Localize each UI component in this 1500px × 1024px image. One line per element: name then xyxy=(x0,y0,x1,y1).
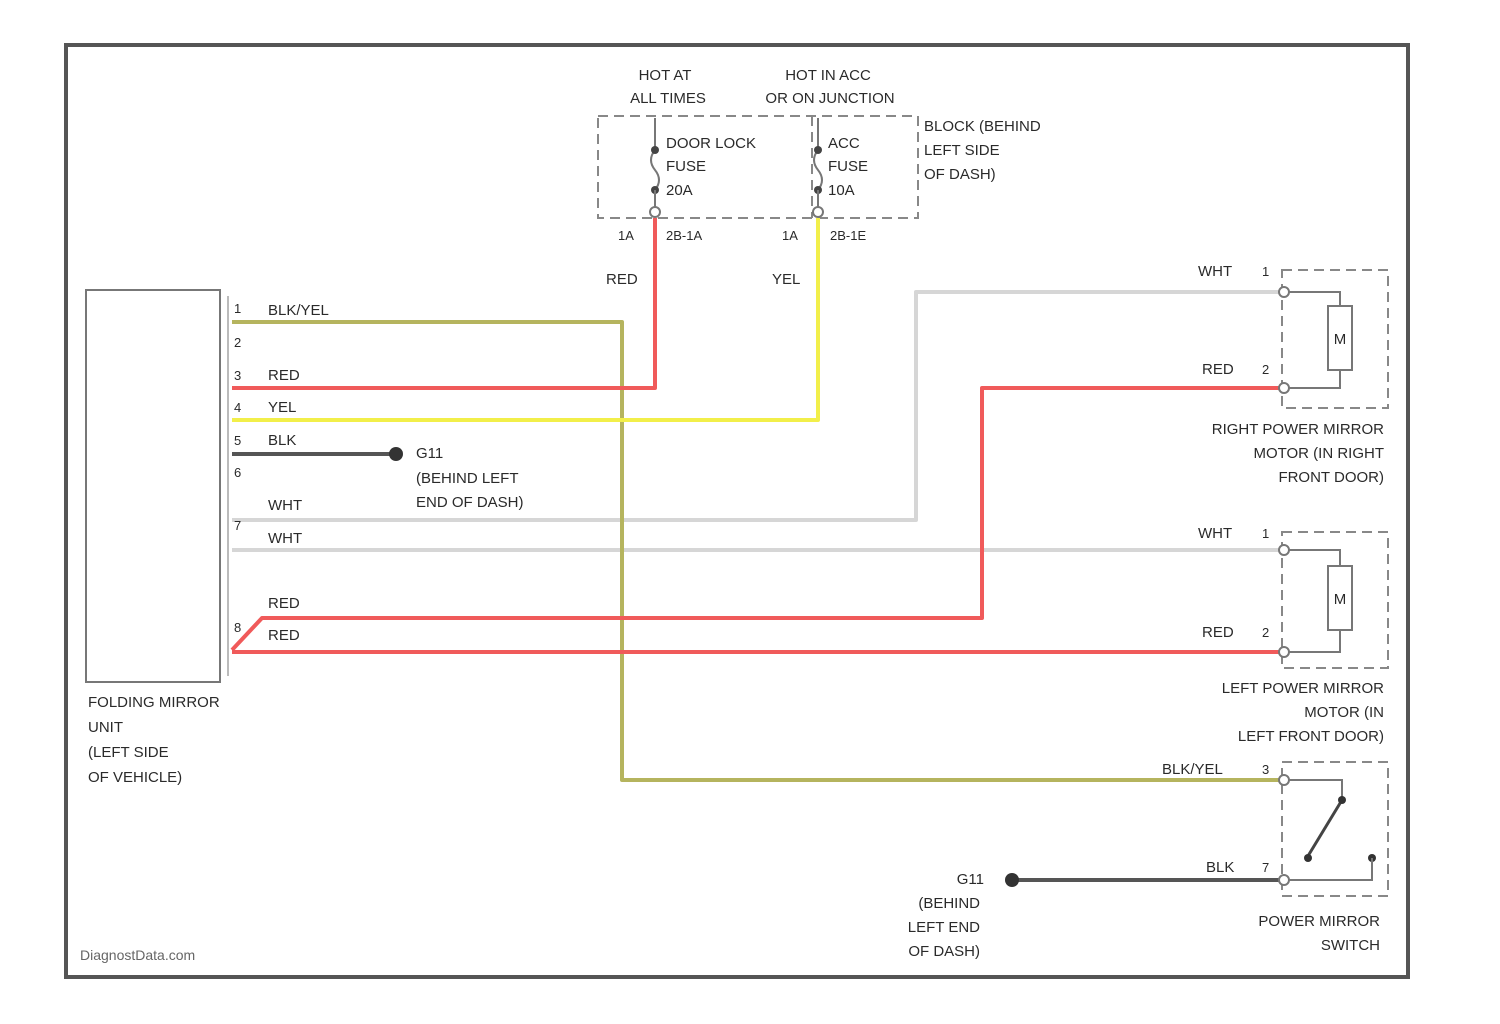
fuse-left-terminal xyxy=(650,207,660,217)
watermark: DiagnostData.com xyxy=(80,947,195,963)
switch-pin1: 3 xyxy=(1262,762,1269,777)
right-mirror-label-1: RIGHT POWER MIRROR xyxy=(1212,421,1384,438)
fuse-right-rating: 10A xyxy=(828,182,855,199)
right-mirror-pin2: 2 xyxy=(1262,362,1269,377)
switch-pin2: 7 xyxy=(1262,860,1269,875)
pin-7b-wire: WHT xyxy=(268,530,302,547)
left-motor-letter: M xyxy=(1334,591,1347,608)
right-mirror-pin2-wire: RED xyxy=(1202,361,1234,378)
wire-label-yel-fuse: YEL xyxy=(772,271,800,288)
pin-8a-num: 8 xyxy=(234,620,241,635)
fuse-left-name-2: FUSE xyxy=(666,158,706,175)
right-mirror-pin1: 1 xyxy=(1262,264,1269,279)
left-mirror-motor: M WHT 1 RED 2 LEFT POWER MIRROR MOTOR (I… xyxy=(1198,525,1388,745)
left-mirror-label-2: MOTOR (IN xyxy=(1304,704,1384,721)
fuse-right-name-2: FUSE xyxy=(828,158,868,175)
folding-unit-label-3: (LEFT SIDE xyxy=(88,744,169,761)
fuse-block-location-1: BLOCK (BEHIND xyxy=(924,118,1041,135)
left-mirror-label-3: LEFT FRONT DOOR) xyxy=(1238,728,1384,745)
switch-pin2-wire: BLK xyxy=(1206,859,1234,876)
fuse-right-connector: 2B-1E xyxy=(830,228,866,243)
folding-unit-label-4: OF VEHICLE) xyxy=(88,769,182,786)
fuse-right-pin: 1A xyxy=(782,228,798,243)
fuse-left-pin: 1A xyxy=(618,228,634,243)
pin-1-wire: BLK/YEL xyxy=(268,302,329,319)
fuse-right-terminal xyxy=(813,207,823,217)
folding-unit-label-1: FOLDING MIRROR xyxy=(88,694,220,711)
pin-5-num: 5 xyxy=(234,433,241,448)
fuse-right-name-1: ACC xyxy=(828,135,860,152)
right-mirror-label-2: MOTOR (IN RIGHT xyxy=(1253,445,1384,462)
source-right-line2: OR ON JUNCTION xyxy=(765,90,894,107)
switch-label-2: SWITCH xyxy=(1321,937,1380,954)
ground-g11-left: G11 (BEHIND LEFT END OF DASH) xyxy=(389,445,524,511)
right-mirror-label-3: FRONT DOOR) xyxy=(1278,469,1384,486)
fuse-left-connector: 2B-1A xyxy=(666,228,702,243)
switch-label-1: POWER MIRROR xyxy=(1258,913,1380,930)
right-motor-letter: M xyxy=(1334,331,1347,348)
wires xyxy=(232,218,1282,880)
ground-right-dot xyxy=(1005,873,1019,887)
pin-4-num: 4 xyxy=(234,400,241,415)
ground-right-desc-3: OF DASH) xyxy=(908,943,980,960)
fuse-block-outline xyxy=(598,116,918,218)
wire-label-red-fuse: RED xyxy=(606,271,638,288)
pin-2-num: 2 xyxy=(234,335,241,350)
fuse-block-location-3: OF DASH) xyxy=(924,166,996,183)
ground-right-desc-2: LEFT END xyxy=(908,919,980,936)
folding-mirror-unit: 1 BLK/YEL 2 3 RED 4 YEL 5 BLK 6 7 WHT WH… xyxy=(86,290,329,786)
ground-left-desc-2: END OF DASH) xyxy=(416,494,524,511)
switch-pin1-wire: BLK/YEL xyxy=(1162,761,1223,778)
folding-unit-box xyxy=(86,290,220,682)
ground-left-id: G11 xyxy=(416,445,443,462)
folding-unit-label-2: UNIT xyxy=(88,719,123,736)
ground-right-desc-1: (BEHIND xyxy=(918,895,980,912)
left-mirror-pin1: 1 xyxy=(1262,526,1269,541)
pin-6-num: 6 xyxy=(234,465,241,480)
source-left-line2: ALL TIMES xyxy=(630,90,706,107)
pin-7a-num: 7 xyxy=(234,518,241,533)
fuse-left-rating: 20A xyxy=(666,182,693,199)
left-mirror-pin2-wire: RED xyxy=(1202,624,1234,641)
source-right-line1: HOT IN ACC xyxy=(785,67,871,84)
ground-left-desc-1: (BEHIND LEFT xyxy=(416,470,519,487)
left-mirror-pin2: 2 xyxy=(1262,625,1269,640)
pin-8b-wire: RED xyxy=(268,627,300,644)
right-mirror-motor: M WHT 1 RED 2 RIGHT POWER MIRROR MOTOR (… xyxy=(1198,263,1388,486)
switch-contact-arm xyxy=(1308,800,1342,856)
left-mirror-label-1: LEFT POWER MIRROR xyxy=(1222,680,1384,697)
fuse-block-location-2: LEFT SIDE xyxy=(924,142,1000,159)
power-mirror-switch: BLK/YEL 3 BLK 7 POWER MIRROR SWITCH xyxy=(1162,761,1388,954)
pin-3-num: 3 xyxy=(234,368,241,383)
pin-3-wire: RED xyxy=(268,367,300,384)
ground-g11-right: G11 (BEHIND LEFT END OF DASH) xyxy=(908,871,1019,960)
wire-wht-right-mirror xyxy=(232,292,1282,520)
pin-7a-wire: WHT xyxy=(268,497,302,514)
ground-right-id: G11 xyxy=(957,871,984,888)
source-left-line1: HOT AT xyxy=(639,67,692,84)
pin-1-num: 1 xyxy=(234,301,241,316)
pin-5-wire: BLK xyxy=(268,432,296,449)
right-mirror-pin1-wire: WHT xyxy=(1198,263,1232,280)
ground-left-dot xyxy=(389,447,403,461)
pin-8a-wire: RED xyxy=(268,595,300,612)
left-mirror-pin1-wire: WHT xyxy=(1198,525,1232,542)
pin-4-wire: YEL xyxy=(268,399,296,416)
fuse-left-name-1: DOOR LOCK xyxy=(666,135,756,152)
